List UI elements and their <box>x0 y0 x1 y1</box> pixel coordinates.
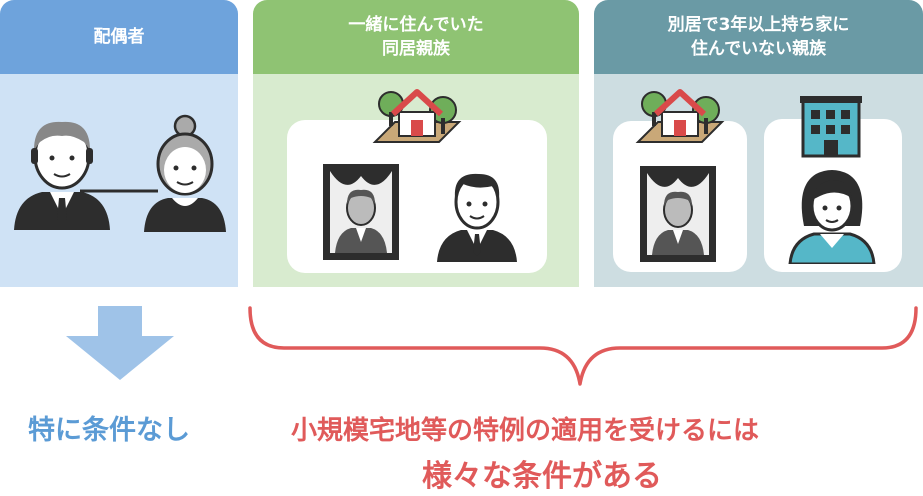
elderly-man-icon <box>14 121 110 230</box>
memorial-portrait-icon <box>640 166 716 262</box>
apartment-building-icon <box>800 96 862 158</box>
panel-noncohabiting-header: 別居で3年以上持ち家に 住んでいない親族 <box>594 0 923 74</box>
panel-cohabiting-header: 一緒に住んでいた 同居親族 <box>253 0 579 74</box>
caption-special-rule-line2: 様々な条件がある <box>422 459 662 494</box>
house-with-trees-icon <box>372 89 462 143</box>
adult-woman-icon <box>788 170 876 264</box>
panel-spouse-title: 配偶者 <box>93 27 145 47</box>
panel-noncohabiting-title-line1: 別居で3年以上持ち家に <box>667 15 850 35</box>
caption-special-rule-line1: 小規模宅地等の特例の適用を受けるには <box>291 416 760 446</box>
panel-spouse-body <box>0 74 238 287</box>
memorial-portrait-icon <box>323 164 399 260</box>
panel-noncohabiting-title-line2: 住んでいない親族 <box>690 39 827 59</box>
panel-spouse: 配偶者 <box>0 0 238 287</box>
house-with-trees-icon <box>635 89 725 143</box>
down-arrow-icon <box>66 306 174 380</box>
elderly-woman-icon <box>144 114 226 232</box>
curly-brace <box>248 306 918 386</box>
panel-cohabiting-title-line1: 一緒に住んでいた <box>348 15 484 35</box>
adult-man-icon <box>437 173 517 262</box>
panel-noncohabiting-relatives: 別居で3年以上持ち家に 住んでいない親族 <box>594 0 923 287</box>
panel-cohabiting-title-line2: 同居親族 <box>382 39 450 59</box>
panel-noncohabiting-body <box>594 74 923 287</box>
panel-cohabiting-relatives: 一緒に住んでいた 同居親族 <box>253 0 579 287</box>
caption-no-conditions: 特に条件なし <box>28 415 190 446</box>
spouse-connector-line <box>80 189 158 193</box>
panel-spouse-header: 配偶者 <box>0 0 238 74</box>
panel-cohabiting-body <box>253 74 579 287</box>
